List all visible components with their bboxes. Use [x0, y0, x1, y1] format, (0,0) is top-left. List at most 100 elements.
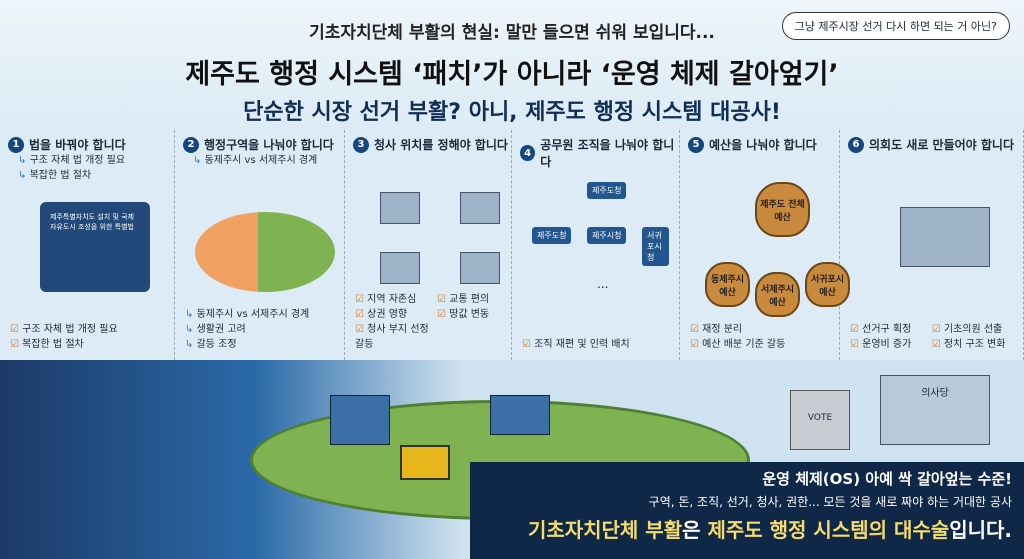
panel-checklist: ☑ 재정 분리☑ 예산 배분 기준 갈등 [690, 322, 785, 352]
money-bag: 서귀포시 예산 [805, 262, 850, 307]
check-text: 기초의원 선출 [943, 324, 1003, 335]
arrow-bullet: ↳ 구조 자체 법 개정 필요 [18, 153, 174, 168]
bullet-text: 구조 자체 법 개정 필요 [29, 155, 126, 166]
data-block-icon [490, 395, 550, 435]
panel-illustration [195, 182, 335, 302]
text: 입니다. [949, 518, 1012, 542]
panel-checklist: ☑ 조직 재편 및 인력 배치 [522, 337, 630, 352]
check-item: ☑ 정치 구조 변화 [932, 337, 1006, 352]
panel-heading: 6 의회도 새로 만들어야 합니다 [848, 136, 1023, 153]
check-icon: ☑ [10, 339, 23, 350]
check-text: 청사 부지 선정 갈등 [355, 324, 429, 350]
office-building-icon [460, 252, 500, 284]
step-number: 1 [8, 136, 24, 153]
check-text: 교통 편의 [449, 294, 490, 305]
office-building-icon [380, 252, 420, 284]
check-text: 예산 배분 기준 갈등 [702, 339, 786, 350]
check-icon: ☑ [931, 324, 944, 335]
check-item: ☑ 상권 영향 [355, 307, 429, 322]
panel-illustration [860, 182, 1013, 302]
panel-title: 행정구역을 나눠야 합니다 [204, 138, 334, 152]
check-icon: ☑ [690, 339, 703, 350]
check-icon: ☑ [931, 339, 944, 350]
check-text: 운영비 증가 [862, 339, 912, 350]
panel-title: 예산을 나눠야 합니다 [709, 138, 817, 152]
step-number: 6 [848, 136, 864, 153]
money-bag: 제주도 전체 예산 [755, 182, 810, 237]
panel-heading: 5 예산을 나눠야 합니다 [688, 136, 839, 153]
highlight: 제주도 행정 시스템의 대수술 [707, 518, 950, 542]
panel-checklist: ↳ 동제주시 vs 서제주시 경계↳ 생활권 고려↳ 갈등 조정 [185, 307, 309, 352]
panel-illustration: 제주특별자치도 설치 및 국제자유도시 조성을 위한 특별법 [20, 182, 164, 302]
check-item: ☑ 운영비 증가 [850, 337, 924, 352]
check-icon: ☑ [355, 324, 368, 335]
arrow-icon: ↳ [18, 155, 30, 166]
check-item: ☑ 조직 재편 및 인력 배치 [522, 337, 630, 352]
panel-title: 청사 위치를 정해야 합니다 [374, 138, 508, 152]
arrow-bullet: ↳ 복잡한 법 절차 [18, 168, 174, 183]
check-text: 상권 영향 [367, 309, 408, 320]
check-text: 정치 구조 변화 [943, 339, 1006, 350]
money-bag: 서제주시 예산 [755, 272, 800, 317]
money-bag: 동제주시 예산 [705, 262, 750, 307]
check-icon: ☑ [355, 294, 368, 305]
banner-line-3: 기초자치단체 부활은 제주도 행정 시스템의 대수술입니다. [470, 514, 1012, 543]
check-icon: ☑ [437, 294, 450, 305]
banner-line-2: 구역, 돈, 조직, 선거, 청사, 권한... 모든 것을 새로 짜야 하는 … [648, 495, 1012, 509]
text: 은 [682, 518, 708, 542]
check-item: ↳ 갈등 조정 [185, 337, 309, 352]
check-item: ↳ 생활권 고려 [185, 322, 309, 337]
check-text: 갈등 조정 [196, 339, 237, 350]
check-icon: ☑ [850, 339, 863, 350]
check-item: ☑ 구조 자체 법 개정 필요 [10, 322, 118, 337]
bullet-text: 동제주시 vs 서제주시 경계 [204, 155, 318, 166]
org-box: 서귀포시청 [642, 227, 669, 266]
arrow-icon: ↳ [193, 155, 205, 166]
check-item: ↳ 동제주시 vs 서제주시 경계 [185, 307, 309, 322]
check-icon: ☑ [690, 324, 703, 335]
org-box: 제주도청 [532, 227, 572, 244]
step-number: 2 [183, 136, 199, 153]
council-building-icon [900, 207, 990, 267]
panel-title: 의회도 새로 만들어야 합니다 [869, 138, 1015, 152]
panel-checklist: ☑ 구조 자체 법 개정 필요☑ 복잡한 법 절차 [10, 322, 118, 352]
org-box: 제주도청 [587, 182, 627, 199]
step-number: 4 [520, 145, 536, 161]
check-text: 선거구 획정 [862, 324, 912, 335]
bullet-text: 복잡한 법 절차 [29, 170, 92, 181]
arrow-icon: ↳ [185, 309, 197, 320]
ballot-box: VOTE [790, 390, 850, 450]
arrow-icon: ↳ [18, 170, 30, 181]
check-icon: ☑ [355, 309, 368, 320]
check-item: ☑ 땅값 변동 [437, 307, 511, 322]
step-number: 5 [688, 136, 704, 153]
step-number: 3 [353, 136, 369, 153]
office-building-icon [460, 192, 500, 224]
highlight: 기초자치단체 부활 [527, 518, 683, 542]
arrow-icon: ↳ [185, 324, 197, 335]
check-icon: ☑ [850, 324, 863, 335]
check-text: 동제주시 vs 서제주시 경계 [196, 309, 310, 320]
panel-heading: 3 청사 위치를 정해야 합니다 [353, 136, 511, 153]
island-map [195, 212, 335, 292]
assembly-building: 의사당 [880, 375, 990, 445]
panel-heading: 2 행정구역을 나눠야 합니다 [183, 136, 344, 153]
check-text: 재정 분리 [702, 324, 743, 335]
check-text: 생활권 고려 [196, 324, 246, 335]
panel-illustration [365, 182, 501, 302]
office-building-icon [380, 192, 420, 224]
check-item: ☑ 교통 편의 [437, 292, 511, 307]
check-text: 지역 자존심 [367, 294, 417, 305]
check-text: 구조 자체 법 개정 필요 [22, 324, 118, 335]
check-icon: ☑ [10, 324, 23, 335]
